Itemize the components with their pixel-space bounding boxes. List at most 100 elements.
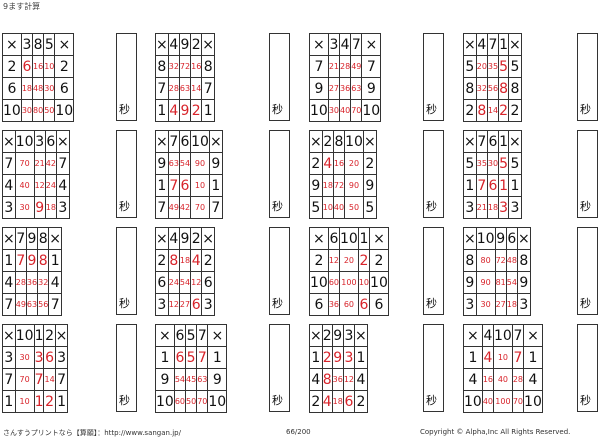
row-number: 3 xyxy=(516,293,531,316)
column-number: 7 xyxy=(350,33,363,56)
answer-cell: 63 xyxy=(350,77,363,100)
answer-cell: 49 xyxy=(167,196,180,219)
time-box xyxy=(577,130,598,218)
row-number: 2 xyxy=(309,390,323,413)
answer-cell: 27 xyxy=(494,293,507,316)
column-number: 9 xyxy=(178,227,192,250)
answer-cell: 8 xyxy=(321,368,333,391)
answer-cell: 63 xyxy=(178,77,192,100)
row-number: 7 xyxy=(361,55,382,78)
column-number: 4 xyxy=(475,33,488,56)
answer-cell: 16 xyxy=(481,368,495,391)
row-number: 1 xyxy=(309,346,323,369)
answer-cell: 10 xyxy=(357,271,371,294)
row-number: 1 xyxy=(207,346,228,369)
answer-cell: 7 xyxy=(511,346,525,369)
answer-cell: 14 xyxy=(43,368,56,391)
answer-cell: 27 xyxy=(178,293,192,316)
row-number: 1 xyxy=(523,346,543,369)
row-number: 8 xyxy=(508,77,522,100)
column-number: 9 xyxy=(178,33,192,56)
seconds-label: 秒 xyxy=(426,297,437,310)
row-number: 2 xyxy=(362,152,377,175)
footer-site: さんすうプリントなら【算願】：http://www.sangan.jp/ xyxy=(3,429,181,437)
multiply-symbol: × xyxy=(523,324,543,347)
column-number: 5 xyxy=(43,33,56,56)
answer-cell: 7 xyxy=(196,346,209,369)
answer-cell: 45 xyxy=(185,368,198,391)
multiply-symbol: × xyxy=(2,324,16,347)
answer-cell: 21 xyxy=(475,196,488,219)
answer-cell: 6 xyxy=(43,346,56,369)
row-number: 7 xyxy=(309,55,329,78)
time-box xyxy=(423,324,444,412)
answer-cell: 72 xyxy=(332,174,346,197)
answer-cell: 10 xyxy=(14,390,35,413)
answer-cell: 12 xyxy=(33,174,46,197)
answer-cell: 63 xyxy=(196,368,209,391)
row-number: 8 xyxy=(155,55,169,78)
answer-cell: 36 xyxy=(339,77,352,100)
row-number: 9 xyxy=(309,77,329,100)
column-number: 8 xyxy=(32,33,45,56)
multiply-symbol: × xyxy=(208,130,223,153)
column-number: 6 xyxy=(178,130,192,153)
footer-copyright: Copyright © Alpha,Inc All Rights Reserve… xyxy=(420,428,571,436)
answer-cell: 12 xyxy=(167,293,180,316)
column-number: 7 xyxy=(167,130,180,153)
column-number: 10 xyxy=(344,130,364,153)
answer-cell: 8 xyxy=(475,99,488,122)
answer-cell: 20 xyxy=(475,55,488,78)
answer-cell: 9 xyxy=(331,346,344,369)
row-number: 9 xyxy=(207,368,228,391)
answer-cell: 6 xyxy=(178,174,192,197)
answer-cell: 6 xyxy=(342,390,356,413)
answer-cell: 12 xyxy=(190,271,203,294)
time-box xyxy=(577,227,598,315)
time-box xyxy=(269,130,290,218)
seconds-label: 秒 xyxy=(426,103,437,116)
row-number: 6 xyxy=(155,271,169,294)
answer-cell: 20 xyxy=(339,249,359,272)
row-number: 10 xyxy=(369,271,389,294)
multiply-symbol: × xyxy=(155,130,169,153)
answer-cell: 30 xyxy=(486,152,500,175)
answer-cell: 28 xyxy=(511,368,525,391)
answer-cell: 40 xyxy=(14,174,35,197)
column-number: 9 xyxy=(494,227,507,250)
seconds-label: 秒 xyxy=(119,103,130,116)
row-number: 8 xyxy=(516,249,531,272)
column-number: 7 xyxy=(14,227,27,250)
time-box xyxy=(577,324,598,412)
answer-cell: 49 xyxy=(14,293,27,316)
row-number: 5 xyxy=(362,196,377,219)
multiply-symbol: × xyxy=(201,33,216,56)
row-number: 3 xyxy=(54,346,69,369)
answer-cell: 6 xyxy=(173,346,187,369)
time-box xyxy=(116,33,137,121)
time-box xyxy=(269,227,290,315)
answer-cell: 4 xyxy=(167,99,180,122)
row-number: 9 xyxy=(155,368,175,391)
column-number: 7 xyxy=(196,324,209,347)
row-number: 4 xyxy=(463,368,483,391)
row-number: 4 xyxy=(2,174,16,197)
